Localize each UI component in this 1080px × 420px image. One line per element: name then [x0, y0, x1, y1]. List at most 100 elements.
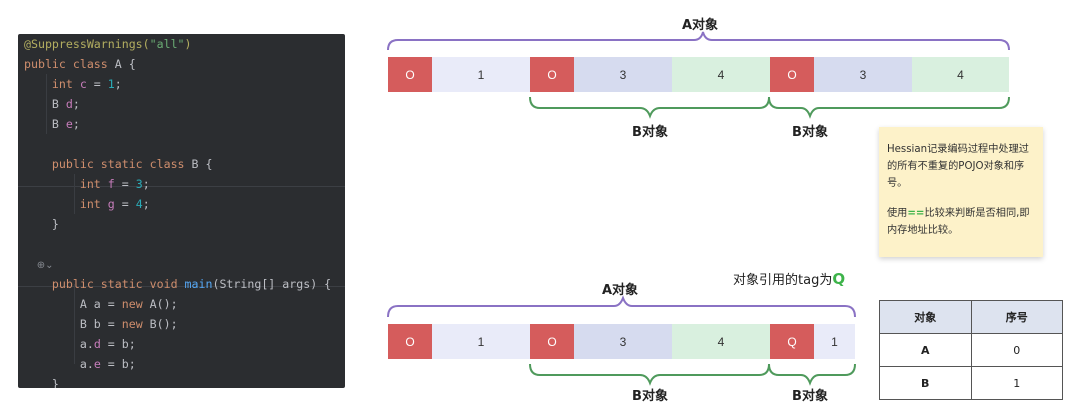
indent-guide: [46, 74, 47, 134]
code-divider: [18, 286, 345, 287]
value-cell: 1: [432, 57, 530, 92]
code-token: a.: [24, 357, 94, 371]
code-token: public static class: [24, 157, 192, 171]
indent-guide: [74, 174, 75, 214]
code-token: new: [121, 297, 150, 311]
value-cell: 3: [574, 57, 672, 92]
code-token: 4: [135, 197, 143, 211]
code-token: ;: [114, 77, 122, 91]
tag-cell: O: [770, 57, 814, 92]
tag-note-value: Q: [832, 270, 846, 288]
code-token: c: [79, 77, 87, 91]
code-line: }: [24, 374, 59, 388]
value-cell: 3: [574, 324, 672, 359]
code-token: ⊕⌄: [24, 260, 54, 271]
brace-b2-bottom: [768, 363, 856, 386]
code-line: public class A {: [24, 54, 136, 74]
sticky-note: Hessian记录编码过程中处理过的所有不重复的POJO对象和序号。 使用==比…: [879, 127, 1043, 257]
value-cell: 1: [432, 324, 530, 359]
brace-b2-top: [768, 96, 1010, 119]
value-cell: 4: [912, 57, 1009, 92]
code-token: =: [86, 77, 108, 91]
tag-cell: O: [530, 324, 574, 359]
code-token: @SuppressWarnings(: [24, 37, 150, 51]
code-token: int: [24, 77, 80, 91]
table-cell: 0: [970, 333, 1063, 367]
code-line: B e;: [24, 114, 80, 134]
code-token: = b;: [100, 337, 136, 351]
code-line: a.e = b;: [24, 354, 136, 374]
table-cell: B: [879, 366, 972, 400]
brace-b1-bottom: [529, 363, 770, 386]
value-cell: 4: [672, 57, 770, 92]
code-token: ;: [72, 97, 80, 111]
code-token: d: [65, 97, 73, 111]
code-token: e: [93, 357, 101, 371]
brace-b1-top: [529, 96, 770, 119]
brace-a-bottom: [387, 295, 856, 318]
table-header: 序号: [970, 300, 1063, 334]
table-row: B 1: [879, 366, 1063, 400]
note-prefix: 使用: [887, 208, 908, 219]
code-token: public static void: [24, 277, 185, 291]
value-cell: 3: [814, 57, 912, 92]
indent-guide: [74, 284, 75, 364]
code-token: public class: [24, 57, 115, 71]
code-token: 3: [135, 177, 143, 191]
bottom-a-object-label: A对象: [601, 283, 639, 298]
code-token: = b;: [100, 357, 136, 371]
code-token: 1: [107, 77, 115, 91]
code-token: }: [24, 377, 59, 388]
table-header-row: 对象 序号: [879, 300, 1063, 334]
value-cell: 1: [814, 324, 855, 359]
code-token: ): [184, 37, 192, 51]
code-token: a.: [24, 337, 94, 351]
code-token: B: [24, 97, 66, 111]
table-header: 对象: [879, 300, 972, 334]
top-a-object-label: A对象: [681, 18, 719, 33]
code-token: (String[] args) {: [212, 277, 332, 291]
code-token: d: [93, 337, 101, 351]
code-token: ;: [72, 117, 80, 131]
code-line: int g = 4;: [24, 194, 150, 214]
code-token: main: [184, 277, 213, 291]
code-token: f: [107, 177, 115, 191]
code-line: ⊕⌄: [24, 254, 54, 274]
brace-a-top: [387, 31, 1010, 51]
tag-cell: Q: [770, 324, 814, 359]
code-token: "all": [149, 37, 185, 51]
tag-note-text: 对象引用的tag为: [733, 273, 833, 288]
tag-note: 对象引用的tag为Q: [733, 269, 845, 288]
code-editor: @SuppressWarnings("all")public class A {…: [18, 34, 345, 388]
bottom-b-object-label-2: B对象: [792, 389, 828, 404]
code-token: }: [24, 217, 59, 231]
top-b-object-label-1: B对象: [632, 125, 668, 140]
code-token: B();: [149, 317, 178, 331]
code-line: public static class B {: [24, 154, 213, 174]
code-token: B {: [191, 157, 213, 171]
code-token: ;: [142, 197, 150, 211]
table-row: A 0: [879, 333, 1063, 367]
code-token: B b =: [24, 317, 122, 331]
tag-cell: O: [388, 57, 432, 92]
code-line: @SuppressWarnings("all"): [24, 34, 192, 54]
code-line: int f = 3;: [24, 174, 150, 194]
note-highlight: ==: [907, 208, 925, 219]
code-token: B: [24, 117, 66, 131]
tag-cell: O: [530, 57, 574, 92]
code-token: int: [24, 177, 108, 191]
top-b-object-label-2: B对象: [792, 125, 828, 140]
code-line: int c = 1;: [24, 74, 122, 94]
note-paragraph-2: 使用==比较来判断是否相同,即内存地址比较。: [887, 205, 1035, 239]
code-token: ;: [142, 177, 150, 191]
code-line: B d;: [24, 94, 80, 114]
code-line: public static void main(String[] args) {: [24, 274, 331, 294]
table-cell: 1: [970, 366, 1063, 400]
code-token: A();: [149, 297, 178, 311]
code-token: =: [114, 177, 136, 191]
code-token: A {: [114, 57, 136, 71]
code-token: g: [107, 197, 115, 211]
code-token: int: [24, 197, 108, 211]
